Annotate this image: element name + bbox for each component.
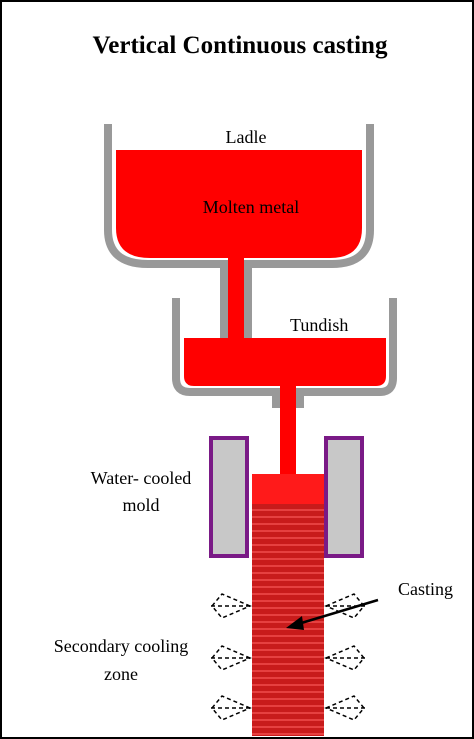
- secondary-cooling-sprays: [210, 593, 366, 721]
- ladle-wall: [104, 124, 374, 340]
- mold-label-line1: Water- cooled: [91, 468, 192, 488]
- molten-metal-tundish: [184, 338, 386, 476]
- cooling-label-line1: Secondary cooling: [54, 636, 188, 656]
- casting-strand: [252, 474, 324, 736]
- casting-arrow-line: [297, 598, 379, 626]
- spray-right-3: [324, 695, 365, 721]
- ladle-label: Ladle: [226, 127, 267, 147]
- tundish-label: Tundish: [290, 315, 348, 335]
- spray-left-1: [211, 593, 252, 619]
- mold-label-line2: mold: [122, 495, 159, 515]
- molten-metal-ladle: [116, 150, 362, 342]
- mold-left-wall: [209, 436, 249, 558]
- liquid-core: [252, 474, 324, 504]
- cooling-label-line2: zone: [104, 664, 138, 684]
- molten-metal-label: Molten metal: [203, 197, 299, 217]
- spray-left-3: [211, 695, 252, 721]
- casting-arrow-head: [286, 616, 304, 630]
- mold-right-wall: [324, 436, 364, 558]
- spray-right-1: [324, 593, 365, 619]
- spray-left-2: [211, 645, 252, 671]
- tundish-wall: [172, 298, 397, 408]
- diagram-title: Vertical Continuous casting: [93, 32, 388, 59]
- casting-label: Casting: [398, 579, 453, 599]
- spray-right-2: [324, 645, 365, 671]
